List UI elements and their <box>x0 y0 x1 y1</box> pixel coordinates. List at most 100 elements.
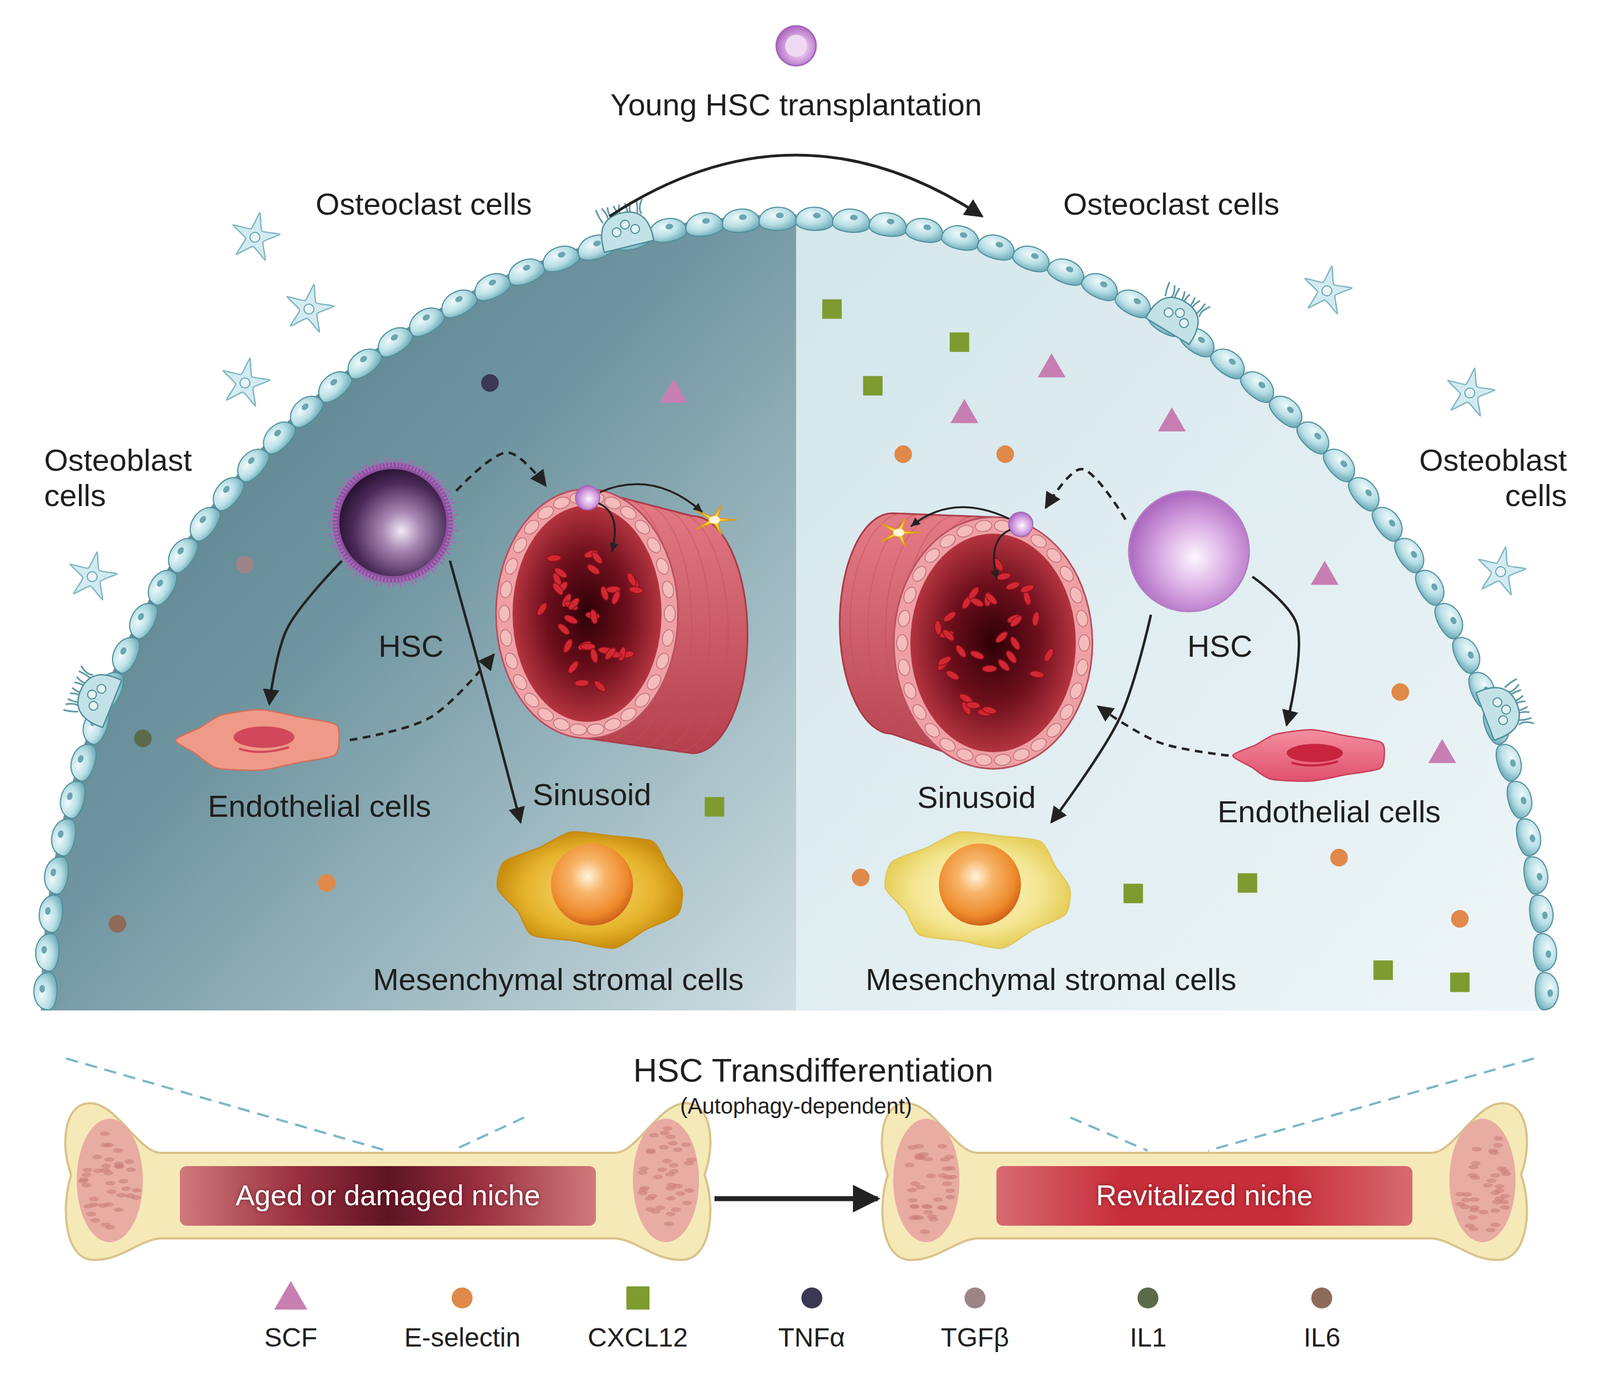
illustration-part <box>78 1176 89 1182</box>
illustration-part <box>65 1102 711 1260</box>
illustration-part <box>436 284 481 323</box>
illustration-part <box>1501 1171 1512 1176</box>
molecule-dot <box>108 914 127 933</box>
illustration-part <box>574 679 590 687</box>
illustration-part <box>286 284 335 333</box>
illustration-part <box>57 829 65 839</box>
cell-label: Sinusoid <box>532 776 652 813</box>
illustration-part <box>1389 532 1431 577</box>
illustration-part <box>395 578 398 585</box>
illustration-part <box>1236 365 1280 408</box>
endothelial-cell: Endothelial cells <box>171 704 350 776</box>
figure-label: Osteoclast cells <box>315 186 532 222</box>
cell-label: HSC <box>378 628 444 664</box>
node-shape <box>1228 724 1395 786</box>
illustration-part <box>939 222 982 254</box>
illustration-part <box>974 230 1018 264</box>
molecule-dot <box>950 398 979 424</box>
illustration-part <box>607 206 613 222</box>
illustration-part <box>331 536 340 539</box>
illustration-part <box>1505 684 1521 693</box>
illustration-part <box>358 354 368 364</box>
illustration-part <box>422 569 428 577</box>
illustration-part <box>73 681 88 689</box>
illustration-part <box>183 500 225 546</box>
illustration-part <box>1459 1204 1470 1209</box>
legend-label: CXCL12 <box>587 1321 688 1353</box>
illustration-part <box>539 241 583 276</box>
illustration-part <box>1206 342 1251 384</box>
illustration-part <box>334 546 343 550</box>
illustration-part <box>413 574 417 583</box>
cell-label: Sinusoid <box>917 779 1037 815</box>
illustration-part <box>448 514 458 516</box>
illustration-part <box>1186 296 1196 311</box>
illustration-part <box>75 676 90 685</box>
illustration-part <box>1467 1172 1478 1178</box>
illustration-part <box>1067 585 1085 606</box>
illustration-part <box>658 1144 669 1150</box>
illustration-part <box>1195 302 1205 317</box>
illustration-part <box>923 224 932 231</box>
illustration-part <box>907 1197 918 1203</box>
illustration-part <box>953 643 968 659</box>
illustration-part <box>665 1185 676 1191</box>
illustration-part <box>569 722 588 736</box>
illustration-part <box>447 510 456 512</box>
illustration-part <box>105 1224 116 1230</box>
illustration-part <box>1479 703 1514 747</box>
molecule-dot <box>1310 560 1339 585</box>
illustration-part <box>1518 718 1534 729</box>
illustration-part <box>403 461 405 468</box>
illustration-part <box>1409 549 1419 559</box>
illustration-part <box>934 620 942 636</box>
illustration-part <box>447 532 455 535</box>
illustration-part <box>1513 816 1544 858</box>
illustration-part <box>470 268 514 306</box>
illustration-part <box>103 1202 114 1207</box>
illustration-part <box>1292 415 1336 459</box>
illustration-part <box>1030 252 1040 260</box>
illustration-part <box>1486 1177 1497 1183</box>
illustration-part <box>897 658 912 677</box>
illustration-part <box>983 591 999 607</box>
illustration-part <box>123 598 162 643</box>
illustration-part <box>881 1102 1527 1260</box>
illustration-part <box>400 577 402 588</box>
illustration-part <box>338 549 345 553</box>
osteocyte-cell <box>1304 265 1353 314</box>
illustration-part <box>106 1189 117 1194</box>
illustration-part <box>142 564 182 609</box>
illustration-part <box>413 464 416 471</box>
osteocyte-cell <box>1478 546 1527 595</box>
connector-arrow <box>1252 576 1299 725</box>
illustration-part <box>88 1196 99 1202</box>
cell-label: HSC <box>1187 628 1253 664</box>
illustration-part <box>668 1169 679 1174</box>
illustration-part <box>629 223 640 234</box>
illustration-part <box>312 365 356 408</box>
illustration-part <box>107 632 144 676</box>
molecule-dot <box>1237 872 1257 893</box>
legend-swatch <box>626 1286 650 1310</box>
illustration-part <box>121 1186 132 1191</box>
illustration-part <box>1363 487 1374 498</box>
illustration-part <box>1534 971 1560 1010</box>
cell-label: Endothelial cells <box>208 788 432 824</box>
illustration-part <box>176 545 185 556</box>
illustration-part <box>344 557 350 563</box>
illustration-part <box>70 691 85 699</box>
illustration-part <box>162 532 203 577</box>
illustration-part <box>56 777 89 820</box>
illustration-part <box>34 932 61 972</box>
illustration-part <box>901 680 919 701</box>
figure-label: Osteoblast cells <box>1384 442 1567 514</box>
illustration-part <box>1318 442 1362 487</box>
illustration-part <box>1078 268 1123 306</box>
osteoclast-cell <box>62 663 122 728</box>
illustration-part <box>1304 265 1353 314</box>
illustration-part <box>496 483 748 754</box>
illustration-part <box>433 478 440 485</box>
illustration-part <box>388 578 390 589</box>
